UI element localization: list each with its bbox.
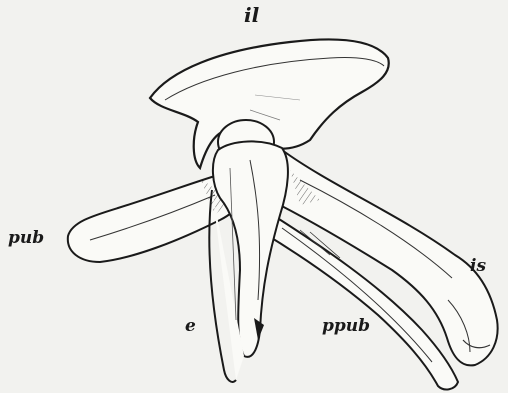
e-bone — [209, 141, 288, 382]
pubis-label: pub — [8, 230, 44, 247]
ischium-label: is — [470, 258, 486, 275]
prepubis-label: ppub — [322, 318, 370, 335]
e-label: e — [185, 318, 196, 335]
ilium-label: il — [244, 5, 259, 25]
